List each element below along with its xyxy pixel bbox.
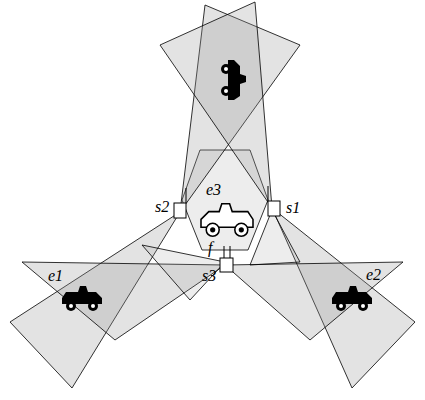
vehicle-label: f <box>206 240 214 256</box>
vehicle-label: e2 <box>364 267 383 283</box>
sensor-nodes <box>174 186 280 272</box>
friendly-vehicle <box>201 204 253 237</box>
enemy-vehicle <box>332 286 372 311</box>
vehicle-label: e1 <box>46 268 65 284</box>
enemy-vehicle <box>62 286 102 311</box>
sensor-label: s3 <box>200 268 218 284</box>
enemy-vehicle <box>221 60 246 100</box>
sensor-fields <box>10 2 415 388</box>
vehicle-label: e3 <box>204 182 223 198</box>
sensor-label: s1 <box>284 200 302 216</box>
sensor-label: s2 <box>153 199 171 215</box>
